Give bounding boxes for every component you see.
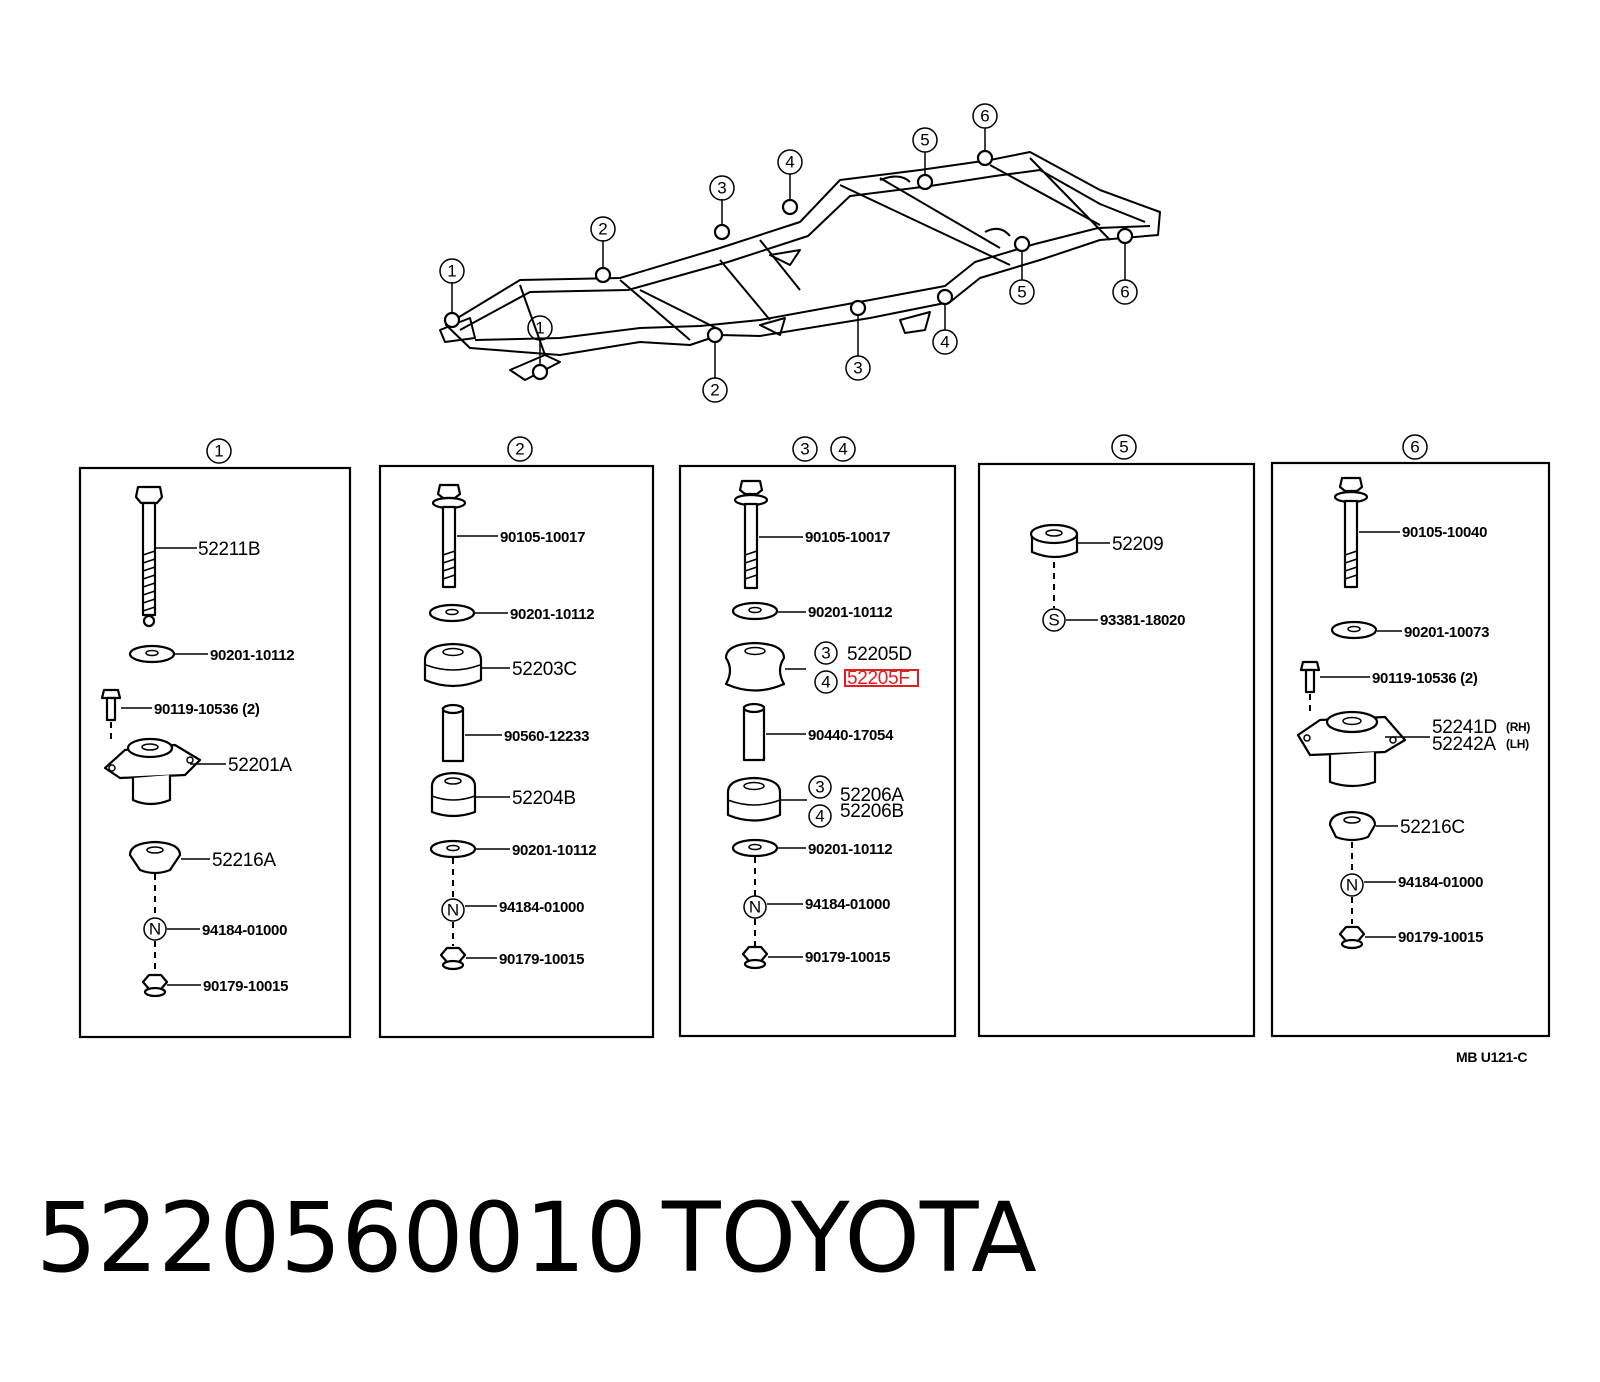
side-tag: (LH) [1506, 737, 1529, 751]
body-mount-icon [103, 743, 202, 780]
part-number: 93381-18020 [1100, 612, 1185, 629]
bolt-icon [134, 485, 164, 505]
frame-callout: 5 [920, 131, 929, 150]
bolt-icon [738, 479, 764, 496]
part-number: 52242A [1432, 734, 1496, 755]
panel-header: 2 [515, 440, 524, 459]
washer-icon [731, 601, 779, 621]
part-number: 94184-01000 [499, 899, 584, 916]
panel-header: 6 [1410, 438, 1419, 457]
side-tag: (RH) [1506, 720, 1530, 734]
part-number: 90119-10536 (2) [1372, 670, 1478, 687]
part-number: 90179-10015 [499, 951, 584, 968]
panel-header: 5 [1119, 438, 1128, 457]
plug-symbol: S [1048, 611, 1059, 630]
cushion-icon [1328, 810, 1377, 842]
frame-callout: 1 [447, 262, 456, 281]
part-number: 90201-10112 [210, 647, 294, 664]
cushion-icon [726, 776, 782, 822]
part-number: 90179-10015 [805, 949, 890, 966]
nut-symbol: N [749, 898, 761, 917]
frame-callout: 6 [1120, 283, 1129, 302]
part-number: 52209 [1112, 534, 1163, 555]
panel-header: 1 [214, 442, 223, 461]
vehicle-frame-illustration [439, 128, 1161, 381]
panel-6: 6 90105-10040 90201-10073 90119-10536 (2… [1270, 434, 1551, 1038]
frame-callout: 3 [853, 359, 862, 378]
bolt-icon [436, 483, 462, 500]
variant-tag: 4 [821, 673, 830, 692]
panel-header: 4 [838, 440, 847, 459]
footer-brand: TOYOTA [662, 1182, 1037, 1294]
washer-icon [428, 603, 476, 623]
part-number: 52203C [512, 659, 577, 680]
part-number: 90440-17054 [808, 727, 894, 744]
part-number: 94184-01000 [1398, 874, 1483, 891]
variant-tag: 3 [815, 778, 824, 797]
part-number: 94184-01000 [202, 922, 287, 939]
nut-symbol: N [447, 901, 459, 920]
part-number: 52205D [847, 644, 912, 665]
frame-callout: 6 [980, 107, 989, 126]
part-number: 52206B [840, 801, 904, 822]
frame-callout: 4 [785, 153, 794, 172]
part-number: 90201-10112 [808, 841, 892, 858]
drawing-code: MB U121-C [1456, 1049, 1527, 1065]
washer-icon [128, 644, 176, 664]
part-number: 90201-10112 [512, 842, 596, 859]
frame-callout: 4 [940, 333, 949, 352]
collar-icon [441, 706, 465, 763]
frame-callout: 1 [535, 319, 544, 338]
part-number: 52211B [198, 539, 260, 560]
part-number: 52216C [1400, 817, 1465, 838]
nut-symbol: N [149, 920, 161, 939]
variant-tag: 3 [821, 644, 830, 663]
part-number: 52206A [840, 785, 904, 806]
footer-part-number: 5220560010 [36, 1182, 647, 1294]
part-number: 90201-10112 [510, 606, 594, 623]
frame-callout: 5 [1017, 283, 1026, 302]
part-number: 90179-10015 [1398, 929, 1483, 946]
collar-icon [742, 705, 766, 762]
panel-header: 3 [800, 440, 809, 459]
part-number: 90560-12233 [504, 728, 589, 745]
cushion-icon [430, 771, 477, 818]
part-number: 52241D [1432, 717, 1497, 738]
screw-icon [100, 688, 122, 700]
cushion-icon [128, 840, 182, 875]
panel-3-4: 3 4 90105-10017 90201-10112 3 52205D 4 5… [678, 436, 957, 1038]
part-number: 52201A [228, 755, 292, 776]
frame-callout: 2 [598, 220, 607, 239]
part-number: 90201-10073 [1404, 624, 1489, 641]
screw-icon [1299, 660, 1321, 672]
panel-2: 2 90105-10017 90201-10112 52203C 90560-1… [378, 436, 655, 1039]
part-number: 52204B [512, 788, 576, 809]
panel-1: 1 52211B 90201-10112 90119-10536 (2) 522… [78, 438, 352, 1039]
part-number: 90201-10112 [808, 604, 892, 621]
washer-icon [429, 839, 477, 859]
part-number: 90119-10536 (2) [154, 701, 260, 718]
part-number: 90105-10017 [805, 529, 890, 546]
part-number: 90105-10017 [500, 529, 585, 546]
variant-tag: 4 [815, 807, 824, 826]
highlight-box [844, 669, 919, 687]
frame-callout: 3 [717, 179, 726, 198]
bolt-icon [1338, 476, 1364, 493]
part-number: 94184-01000 [805, 896, 890, 913]
panel-5: 5 52209 S 93381-18020 [977, 434, 1256, 1038]
nut-symbol: N [1346, 876, 1358, 895]
cushion-icon [423, 642, 483, 688]
washer-icon [1330, 620, 1378, 640]
part-number: 90105-10040 [1402, 524, 1487, 541]
washer-icon [731, 838, 779, 858]
frame-callout: 2 [710, 381, 719, 400]
frame-callouts: 1 1 2 2 3 3 4 4 5 5 6 6 [439, 103, 1138, 403]
body-mount-icon [1296, 715, 1407, 757]
highlighted-part-number: 52205F [847, 668, 910, 689]
part-number: 52216A [212, 850, 276, 871]
part-number: 90179-10015 [203, 978, 288, 995]
cushion-icon [724, 641, 786, 692]
